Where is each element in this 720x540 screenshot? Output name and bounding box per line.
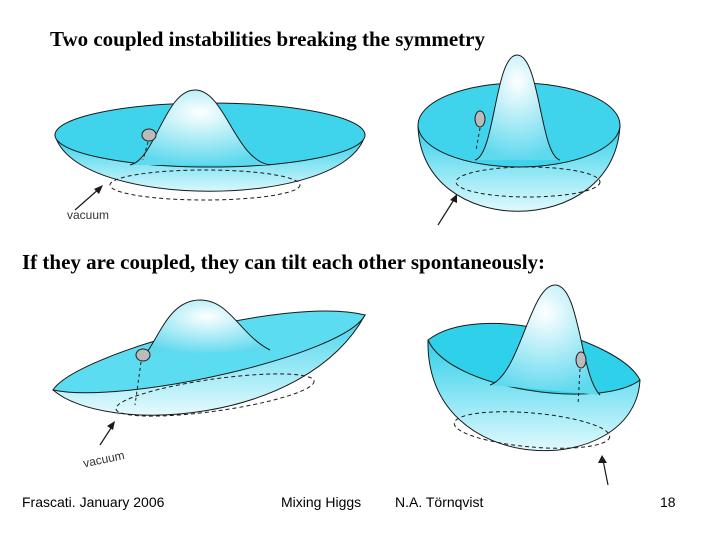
footer-conference: Frascati. January 2006	[22, 494, 165, 510]
potential-diagram-3: vacuum	[51, 299, 366, 470]
vacuum-label: vacuum	[82, 448, 126, 470]
central-hump	[144, 299, 271, 356]
slide-subtitle: If they are coupled, they can tilt each …	[22, 250, 546, 274]
vacuum-arrow	[437, 197, 456, 226]
vacuum-circle	[453, 411, 611, 449]
slide-title: Two coupled instabilities breaking the s…	[50, 27, 485, 51]
ball	[135, 348, 151, 362]
vacuum-arrow	[74, 187, 101, 211]
page-number: 18	[660, 494, 676, 510]
vacuum-circle	[109, 169, 301, 201]
central-hump	[474, 54, 561, 161]
ball	[575, 351, 587, 369]
ball	[141, 128, 157, 142]
central-hump	[129, 89, 271, 166]
vacuum-circle	[455, 166, 601, 198]
vacuum-label: vacuum	[67, 208, 109, 222]
ball	[474, 110, 486, 128]
footer-topic: Mixing Higgs	[281, 494, 362, 510]
vacuum-arrow	[602, 459, 609, 486]
potential-diagram-2	[417, 54, 621, 226]
footer-author: N.A. Törnqvist	[395, 494, 484, 510]
potential-diagram-1: vacuum	[54, 89, 366, 222]
potential-diagram-4	[427, 284, 641, 486]
vacuum-circle	[115, 373, 315, 417]
